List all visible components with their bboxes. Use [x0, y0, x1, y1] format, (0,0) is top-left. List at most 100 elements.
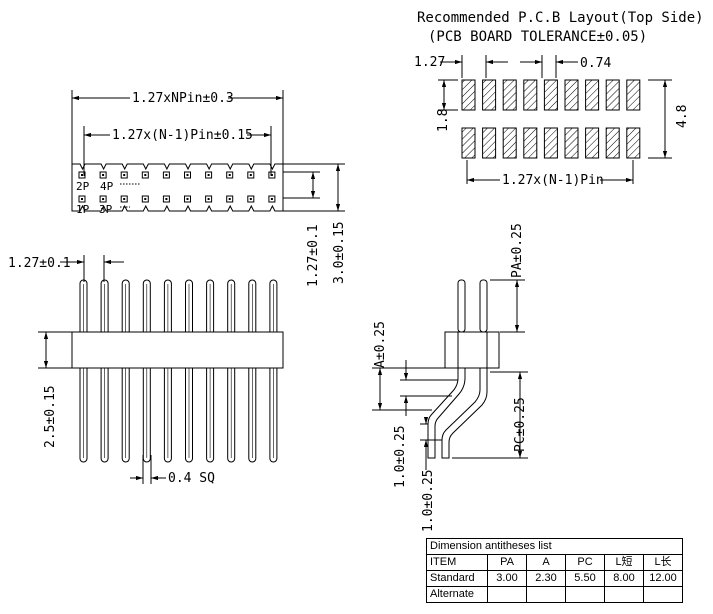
table-row: Standard 3.00 2.30 5.50 8.00 12.00 — [426, 570, 683, 587]
pin-square-center — [228, 198, 231, 200]
pin-square-center — [123, 174, 126, 176]
pin-square — [205, 195, 213, 203]
dimension-table: Dimension antitheses list ITEM PA A PC L… — [426, 538, 683, 603]
table-cell — [643, 586, 683, 603]
pin-square-center — [165, 198, 168, 200]
pin-square — [99, 171, 107, 179]
table-cell — [604, 586, 644, 603]
pin-square-center — [249, 198, 252, 200]
table-cell — [526, 586, 566, 603]
pcb-pad — [482, 127, 497, 159]
table-cell — [487, 586, 527, 603]
pin-3p-label: 3P — [99, 203, 113, 216]
table-header-cell: PC — [565, 554, 605, 571]
pin-square-center — [81, 174, 83, 176]
pin-size-label: 0.4 SQ — [168, 471, 215, 486]
pin-square-center — [102, 198, 105, 200]
pin-1p-label: 1P — [76, 203, 90, 216]
pin-square — [78, 195, 86, 203]
pcb-pad — [523, 127, 538, 159]
pin-square — [99, 195, 107, 203]
pin-square — [205, 171, 213, 179]
pcb-pad — [626, 79, 641, 111]
pcb-pad — [626, 127, 641, 159]
pin-square — [162, 195, 170, 203]
table-cell: Standard — [426, 570, 488, 587]
pcb-pad — [585, 79, 600, 111]
table-cell: 5.50 — [565, 570, 605, 587]
pin-square-center — [186, 174, 189, 176]
pcb-pad — [585, 127, 600, 159]
table-header-cell: PA — [487, 554, 527, 571]
pin-2p-label: 2P — [76, 180, 90, 193]
pcb-pitch-label: 1.27 — [414, 55, 445, 70]
pin-square-center — [81, 198, 83, 200]
pcb-pad — [461, 79, 476, 111]
pcb-pad — [564, 79, 579, 111]
pin-square-center — [270, 198, 273, 200]
table-row: Alternate — [426, 586, 683, 603]
table-header-cell: L长 — [643, 554, 683, 571]
pcb-pad — [502, 127, 517, 159]
layout-title-line2: (PCB BOARD TOLERANCE±0.05) — [428, 29, 647, 45]
pin-square — [141, 171, 149, 179]
overall-length-label: 1.27xNPin±0.3 — [132, 91, 234, 106]
gap-label: 1.0±0.25 — [393, 425, 408, 488]
front-view — [38, 255, 284, 484]
pcb-pad-layout — [438, 55, 672, 184]
pin-square-center — [207, 174, 210, 176]
layout-title-line1: Recommended P.C.B Layout(Top Side) — [417, 10, 704, 26]
pin-square — [268, 171, 276, 179]
table-cell — [565, 586, 605, 603]
pin-square — [184, 195, 191, 203]
top-view-pin-grid — [78, 171, 276, 203]
pin-4p-label: 4P — [100, 180, 114, 193]
pcb-pad — [605, 79, 620, 111]
front-pitch-label: 1.27±0.1 — [8, 256, 71, 271]
table-cell: 8.00 — [604, 570, 644, 587]
pcb-total-height-label: 4.8 — [675, 105, 690, 128]
pin-square — [120, 171, 128, 179]
pin-square — [226, 171, 234, 179]
pin-square-center — [165, 174, 168, 176]
lower-gap-label: 1.0±0.25 — [421, 469, 436, 532]
pin-square — [162, 171, 170, 179]
pin-square — [247, 171, 255, 179]
side-view — [372, 279, 528, 470]
pcb-pad-width-label: 0.74 — [580, 56, 611, 71]
pin-square — [268, 195, 276, 203]
pcb-pad — [605, 127, 620, 159]
pcb-pad — [564, 127, 579, 159]
a-label: A±0.25 — [373, 321, 388, 368]
pin-square — [184, 171, 191, 179]
pin-square-center — [123, 198, 126, 200]
pcb-pad — [502, 79, 517, 111]
pin-square — [78, 171, 86, 179]
pin-square-center — [249, 174, 252, 176]
table-header-row: ITEM PA A PC L短 L长 — [426, 554, 683, 571]
pin-square — [141, 195, 149, 203]
table-header-cell: ITEM — [426, 554, 488, 571]
table-cell: 12.00 — [643, 570, 683, 587]
height-b-label: 3.0±0.15 — [332, 221, 347, 284]
pcb-pad-height-label: 1.8 — [436, 109, 451, 132]
pin-square — [247, 195, 255, 203]
pin-square-center — [186, 198, 189, 200]
table-header-cell: L短 — [604, 554, 644, 571]
table-cell: 2.30 — [526, 570, 566, 587]
top-view — [71, 90, 345, 212]
table-header-cell: A — [526, 554, 566, 571]
pcb-pad — [523, 79, 538, 111]
pcb-pad — [543, 127, 558, 159]
pcb-pad — [461, 127, 476, 159]
pin-square-center — [144, 198, 147, 200]
table-caption: Dimension antitheses list — [426, 538, 683, 555]
pc-label: PC±0.25 — [513, 397, 528, 452]
pa-label: PA±0.25 — [510, 223, 525, 278]
pin-square — [226, 195, 234, 203]
body-height-label: 2.5±0.15 — [43, 385, 58, 448]
pin-square-center — [270, 174, 273, 176]
pin-square-center — [207, 198, 210, 200]
pin-square-center — [144, 174, 147, 176]
